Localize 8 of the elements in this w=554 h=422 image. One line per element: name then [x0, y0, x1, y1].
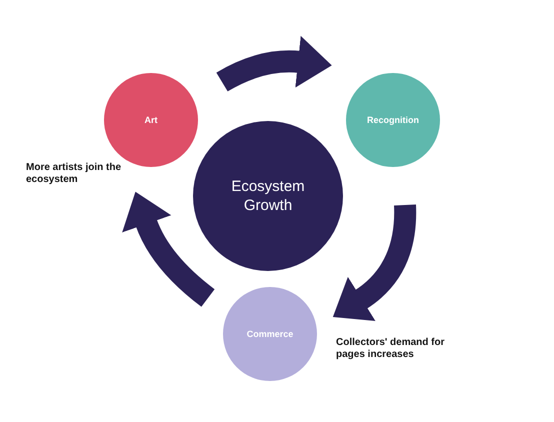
- stage-label: Art: [144, 115, 158, 125]
- stage-label: Recognition: [367, 115, 419, 125]
- cycle-arrow: [216, 36, 332, 92]
- stage-label: Commerce: [246, 329, 294, 339]
- stage-label: Ecosystem Growth: [230, 176, 306, 216]
- cycle-arrow: [122, 192, 215, 307]
- stage-caption: Collectors' demand for pages increases: [336, 337, 446, 361]
- stage-caption: More artists join the ecosystem: [26, 162, 122, 186]
